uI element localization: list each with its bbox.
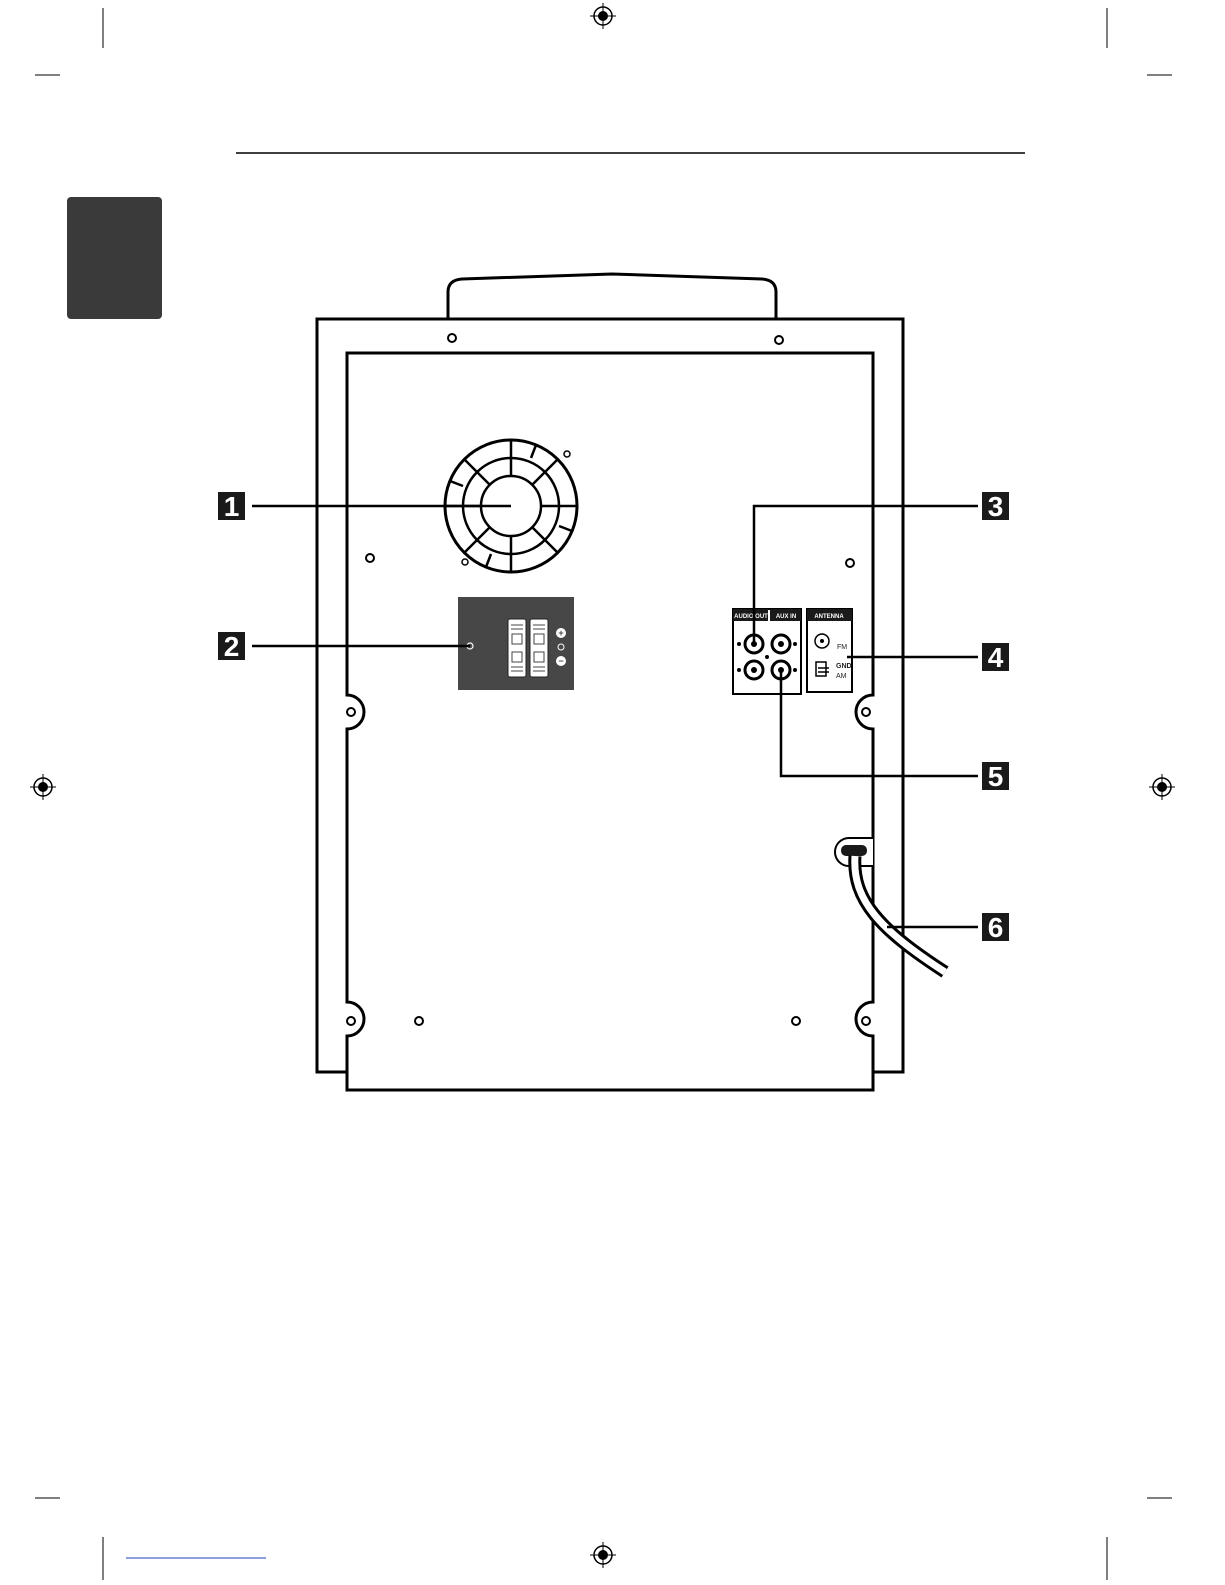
polarity-plus-icon: + <box>556 628 566 638</box>
screw <box>862 708 870 716</box>
aux-in-jack-left <box>745 661 763 679</box>
audio-jack-panel: AUDIO OUT AUX IN <box>733 609 801 694</box>
callout-5: 5 <box>982 761 1009 792</box>
svg-text:2: 2 <box>224 631 240 662</box>
callout-4: 4 <box>982 642 1009 673</box>
screw <box>862 1017 870 1025</box>
chapter-tab <box>67 197 162 319</box>
screw <box>347 1017 355 1025</box>
aux-in-label: AUX IN <box>776 614 796 620</box>
screw <box>846 559 854 567</box>
antenna-panel: ANTENNA FM GND AM <box>807 609 852 692</box>
svg-text:3: 3 <box>988 491 1004 522</box>
gnd-label: GND <box>836 663 852 670</box>
carry-handle <box>448 274 776 319</box>
callout-1: 1 <box>218 491 245 522</box>
callout-2: 2 <box>218 631 245 662</box>
svg-text:5: 5 <box>988 761 1004 792</box>
screw <box>347 708 355 716</box>
fm-antenna-connector <box>815 634 829 648</box>
registration-mark-bottom <box>590 1542 616 1568</box>
svg-text:6: 6 <box>988 912 1004 943</box>
aux-in-jack-right <box>772 635 790 653</box>
svg-text:4: 4 <box>988 642 1004 673</box>
svg-text:+: + <box>558 628 563 638</box>
registration-mark-right <box>1149 774 1175 800</box>
speaker-terminal-clip <box>530 619 548 677</box>
speaker-terminal-clip <box>508 619 526 677</box>
fm-label: FM <box>837 644 847 651</box>
registration-mark-left <box>30 774 56 800</box>
screw <box>448 334 456 342</box>
audio-out-label: AUDIO OUT <box>734 614 768 620</box>
inner-panel <box>347 353 873 1090</box>
registration-mark-top <box>590 3 616 29</box>
screw <box>366 554 374 562</box>
am-label: AM <box>836 673 847 680</box>
polarity-minus-icon: − <box>556 656 566 666</box>
callout-3: 3 <box>982 491 1009 522</box>
screw <box>775 336 783 344</box>
speaker-terminal-panel: + − <box>458 597 574 690</box>
screw <box>792 1017 800 1025</box>
svg-text:−: − <box>558 656 563 666</box>
screw <box>415 1017 423 1025</box>
callout-6: 6 <box>982 912 1009 943</box>
antenna-label: ANTENNA <box>814 614 844 620</box>
svg-text:1: 1 <box>224 491 240 522</box>
